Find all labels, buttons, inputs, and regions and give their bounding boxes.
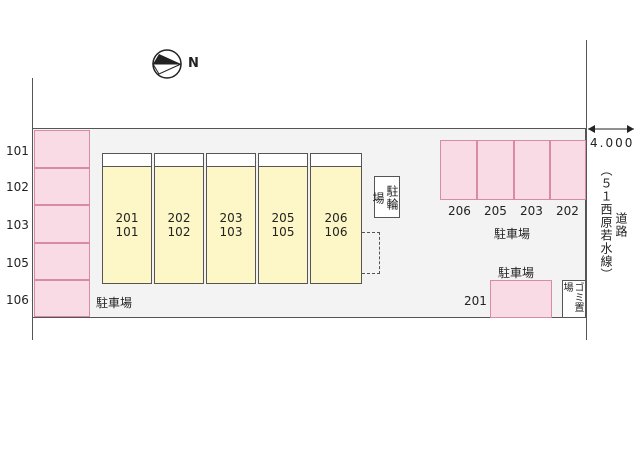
road-width-label: 4.000 bbox=[590, 136, 635, 150]
unit-206-106: 206 106 bbox=[310, 166, 362, 284]
road-width-arrow bbox=[588, 125, 634, 133]
parking-stall-206 bbox=[440, 140, 477, 200]
parking-stall-101 bbox=[34, 130, 90, 168]
right-parking-number: 205 bbox=[484, 204, 507, 218]
left-room-label: 102 bbox=[6, 180, 29, 194]
unit-balcony bbox=[154, 153, 204, 167]
unit-201-101: 201 101 bbox=[102, 166, 152, 284]
right-parking-label: 駐車場 bbox=[494, 227, 531, 241]
left-room-label: 106 bbox=[6, 293, 29, 307]
parking-stall-106 bbox=[34, 280, 90, 317]
unit-balcony bbox=[310, 153, 362, 167]
unit-203-103: 203 103 bbox=[206, 166, 256, 284]
parking-stall-102 bbox=[34, 168, 90, 205]
right-parking-number: 202 bbox=[556, 204, 579, 218]
unit-balcony bbox=[258, 153, 308, 167]
unit-upper-number: 206 bbox=[324, 211, 348, 225]
unit-202-102: 202 102 bbox=[154, 166, 204, 284]
unit-upper-number: 203 bbox=[219, 211, 243, 225]
unit-lower-number: 103 bbox=[219, 225, 243, 239]
entrance-dotted bbox=[362, 232, 380, 274]
unit-lower-number: 102 bbox=[167, 225, 191, 239]
garbage-station-label: ゴミ置場 bbox=[562, 282, 583, 312]
north-label: N bbox=[188, 56, 199, 71]
main-parking-label: 駐車場 bbox=[96, 296, 133, 310]
unit-balcony bbox=[206, 153, 256, 167]
unit-lower-number: 105 bbox=[271, 225, 295, 239]
left-room-label: 101 bbox=[6, 144, 29, 158]
compass: N bbox=[150, 46, 210, 82]
bicycle-parking-label: 駐輪場 bbox=[371, 185, 399, 211]
lower-parking-label: 駐車場 bbox=[498, 266, 535, 280]
unit-balcony bbox=[102, 153, 152, 167]
lower-parking-number: 201 bbox=[464, 294, 487, 308]
bicycle-parking: 駐輪場 bbox=[371, 176, 400, 218]
left-room-label: 105 bbox=[6, 256, 29, 270]
parking-stall-103 bbox=[34, 205, 90, 243]
road-name-label: 道路 bbox=[614, 212, 628, 238]
left-room-label: 103 bbox=[6, 218, 29, 232]
road-line-label: （５１西原若水線） bbox=[599, 164, 613, 281]
parking-stall-105 bbox=[34, 243, 90, 280]
road-boundary-line bbox=[586, 40, 587, 340]
parking-stall-201 bbox=[490, 280, 552, 318]
parking-stall-203 bbox=[514, 140, 550, 200]
parking-stall-202 bbox=[550, 140, 586, 200]
unit-205-105: 205 105 bbox=[258, 166, 308, 284]
right-parking-number: 206 bbox=[448, 204, 471, 218]
unit-lower-number: 106 bbox=[324, 225, 348, 239]
parking-stall-205 bbox=[477, 140, 514, 200]
unit-lower-number: 101 bbox=[115, 225, 139, 239]
unit-upper-number: 202 bbox=[167, 211, 191, 225]
north-arrow-icon bbox=[152, 49, 182, 79]
garbage-station: ゴミ置場 bbox=[562, 280, 586, 318]
unit-upper-number: 201 bbox=[115, 211, 139, 225]
unit-upper-number: 205 bbox=[271, 211, 295, 225]
right-parking-number: 203 bbox=[520, 204, 543, 218]
